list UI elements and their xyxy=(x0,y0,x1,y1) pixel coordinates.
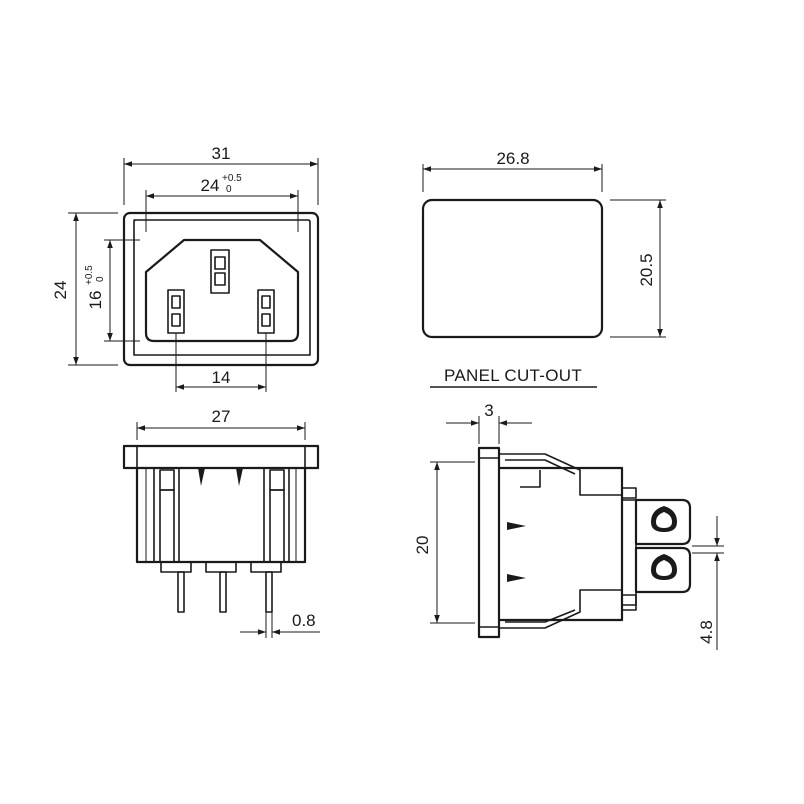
pin-right xyxy=(265,571,273,613)
terminal-tab-upper xyxy=(634,498,692,546)
earth-pin xyxy=(210,249,230,294)
dim-pin-diameter: 0.8 xyxy=(292,611,316,630)
dim-front-inner-width: 24 xyxy=(201,176,220,195)
front-inner-frame xyxy=(133,219,311,356)
dim-cutout-width: 26.8 xyxy=(496,149,529,168)
dim-pin-spacing: 14 xyxy=(212,368,231,387)
dim-flange-thickness: 3 xyxy=(484,401,493,420)
bottom-view: 27 0.8 xyxy=(122,407,320,638)
panel-cutout-view: 26.8 20.5 PANEL CUT-OUT xyxy=(421,149,666,388)
right-pin xyxy=(257,289,275,334)
terminal-tab-lower xyxy=(634,546,692,594)
front-view: 31 24 +0.5 0 24 16 +0.5 0 14 xyxy=(51,144,320,392)
pin-left xyxy=(177,571,185,613)
dim-bottom-width: 27 xyxy=(212,407,231,426)
dim-front-inner-width-tol-lower: 0 xyxy=(226,184,232,195)
pin-middle xyxy=(219,571,227,613)
dim-front-inner-height-tol-upper: +0.5 xyxy=(84,265,95,285)
side-body xyxy=(499,466,624,622)
front-socket-outline xyxy=(144,238,300,343)
dim-front-inner-height-tol-lower: 0 xyxy=(95,276,106,282)
side-flange xyxy=(477,446,501,639)
panel-cutout-label: PANEL CUT-OUT xyxy=(444,366,582,385)
dim-front-height: 24 xyxy=(51,281,70,300)
dim-front-inner-height: 16 xyxy=(86,291,105,310)
bottom-body xyxy=(135,468,307,564)
dim-front-width: 31 xyxy=(212,144,231,163)
dim-cutout-height: 20.5 xyxy=(637,253,656,286)
left-pin xyxy=(167,289,185,334)
dim-side-height: 20 xyxy=(413,536,432,555)
dim-front-inner-width-tol-upper: +0.5 xyxy=(222,173,242,184)
side-view: 3 20 4.8 xyxy=(413,401,724,650)
front-outer-frame xyxy=(122,211,320,367)
bottom-flange xyxy=(122,444,320,470)
dim-terminal-spacing: 4.8 xyxy=(697,620,716,644)
cutout-rectangle xyxy=(421,198,604,339)
